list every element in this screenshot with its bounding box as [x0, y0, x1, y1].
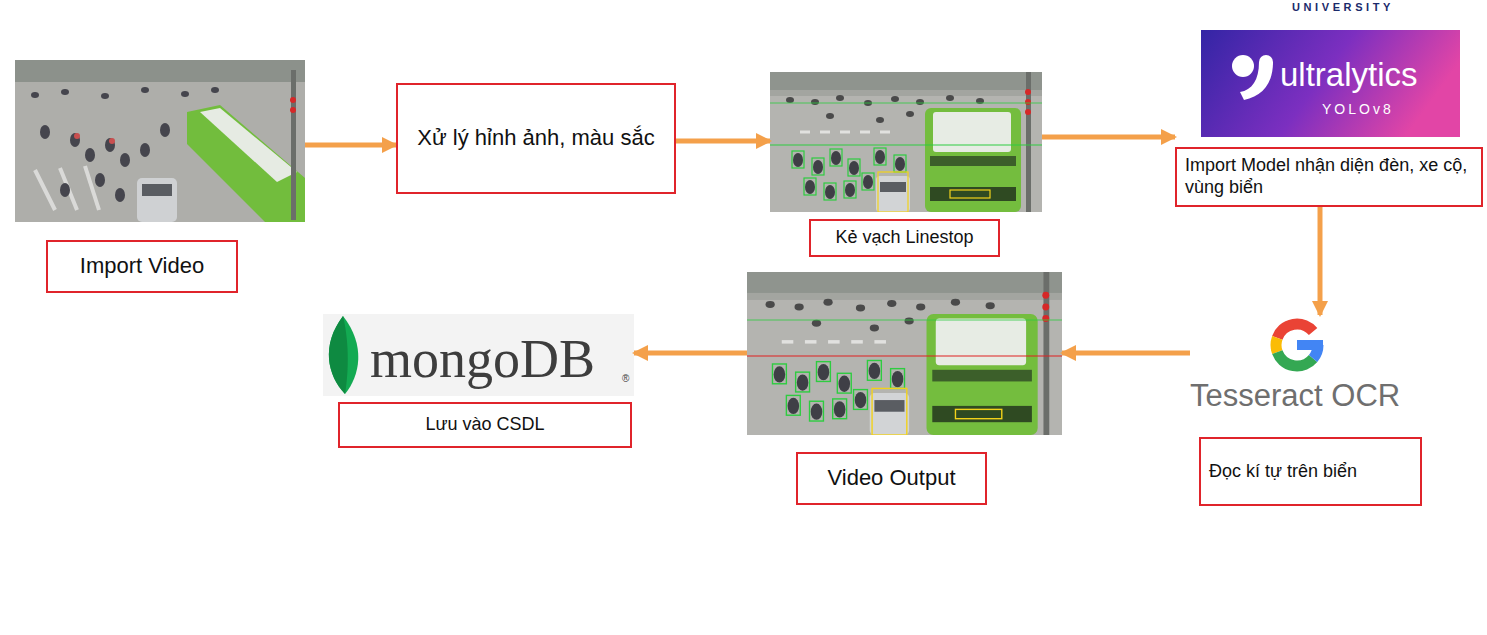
logo-wordmark: Tesseract OCR [1190, 380, 1400, 411]
step-text: Import Video [56, 253, 228, 279]
flow-arrow [634, 351, 747, 356]
logo-wordmark: mongoDB [370, 332, 595, 386]
flow-arrow [1062, 351, 1190, 356]
step-box: Import Model nhận diện đèn, xe cộ, vùng … [1175, 147, 1483, 207]
process-step: Video Output [747, 272, 1062, 505]
logo-subtitle: YOLOv8 [1322, 102, 1394, 116]
process-step: Xử lý hỉnh ảnh, màu sắc [396, 83, 674, 194]
process-step: Import Video [15, 60, 305, 293]
step-box: Video Output [796, 452, 987, 505]
step-box: Import Video [46, 240, 238, 293]
step-box: Lưu vào CSDL [338, 402, 632, 448]
step-box: Xử lý hỉnh ảnh, màu sắc [396, 83, 676, 194]
brand-caption: UNIVERSITY [1292, 2, 1394, 13]
step-text: Video Output [806, 465, 977, 491]
logo-wordmark: ultralytics [1280, 58, 1418, 91]
step-text: Xử lý hỉnh ảnh, màu sắc [406, 125, 666, 151]
flow-arrow [1042, 135, 1175, 140]
flow-arrow [305, 143, 396, 148]
flow-arrow [1318, 203, 1323, 315]
flow-arrow [674, 139, 770, 144]
step-text: Đọc kí tự trên biển [1209, 461, 1412, 483]
process-step: Import Model nhận diện đèn, xe cộ, vùng … [1175, 30, 1481, 203]
step-box: Đọc kí tự trên biển [1199, 437, 1422, 506]
step-text: Import Model nhận diện đèn, xe cộ, vùng … [1185, 155, 1473, 198]
step-text: Kẻ vạch Linestop [819, 227, 990, 249]
trademark-mark: ® [622, 374, 629, 384]
step-box: Kẻ vạch Linestop [809, 219, 1000, 257]
step-text: Lưu vào CSDL [348, 414, 622, 436]
process-step: Kẻ vạch Linestop [770, 72, 1042, 256]
